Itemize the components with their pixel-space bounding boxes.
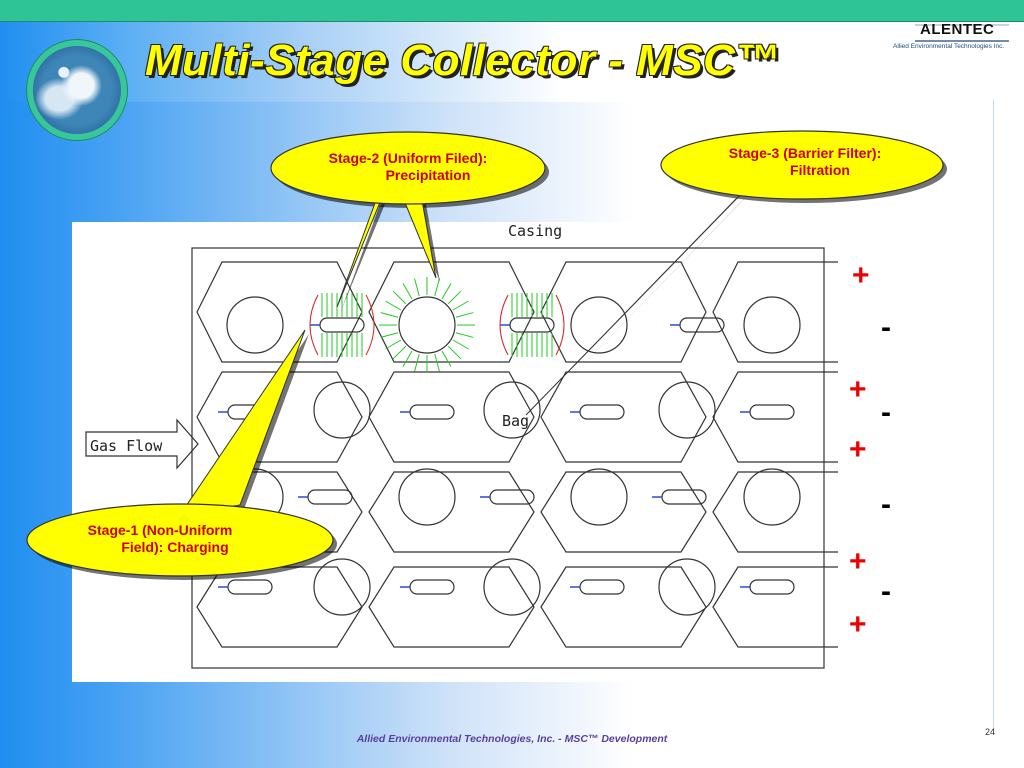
- stage2-line1: Stage-2 (Uniform Filed):: [328, 150, 488, 166]
- sign-plus-4: +: [849, 545, 867, 578]
- sign-plus-2: +: [849, 373, 867, 406]
- radial-field-345: [455, 312, 474, 318]
- radial-field-330: [452, 300, 469, 311]
- collector-tube-3: [570, 296, 628, 354]
- gas-flow-arrow: [85, 418, 199, 470]
- collector-tube-5: [313, 381, 371, 439]
- footer-text: Allied Environmental Technologies, Inc. …: [356, 733, 668, 745]
- radial-field-105: [414, 353, 420, 372]
- radial-field-285: [434, 278, 440, 297]
- stage3-line1: Stage-3 (Barrier Filter):: [728, 145, 882, 161]
- casing-outline: [191, 247, 825, 669]
- stage2-callout: [270, 131, 549, 311]
- gas-flow-label: Gas Flow: [90, 437, 163, 455]
- collector-diagram: Casing Gas Flow Bag: [72, 222, 838, 682]
- stage3-callout: [525, 130, 947, 419]
- right-divider: [993, 100, 994, 730]
- radial-field-120: [402, 350, 413, 367]
- sign-minus-4: -: [881, 575, 891, 608]
- radial-field-195: [380, 312, 399, 318]
- radial-field-165: [380, 332, 399, 338]
- radial-field-240: [402, 283, 413, 300]
- collector-tube-1: [226, 296, 284, 354]
- sign-plus-3: +: [849, 433, 867, 466]
- slide-title: Multi-Stage Collector - MSC™: [145, 36, 780, 85]
- stage3-text: Stage-3 (Barrier Filter): Filtration: [695, 145, 915, 179]
- collector-tube-6: [483, 381, 541, 439]
- collector-tube-10: [570, 468, 628, 526]
- radial-field-75: [434, 353, 440, 372]
- stage2-text: Stage-2 (Uniform Filed): Precipitation: [298, 150, 518, 184]
- plate-row-3: [196, 471, 838, 553]
- stage2-line2: Precipitation: [385, 167, 471, 183]
- bag-label: Bag: [502, 412, 530, 430]
- stage1-line1: Stage-1 (Non-Uniform: [87, 522, 233, 538]
- radial-field-135: [392, 345, 407, 360]
- radial-field-60: [441, 350, 452, 367]
- top-accent-bar: [0, 0, 1024, 22]
- radial-field-210: [385, 300, 402, 311]
- red-field-1-1: [555, 294, 565, 356]
- globe-icon: [33, 46, 121, 134]
- diagram-drawing: [85, 247, 838, 669]
- collector-tube-2: [398, 296, 456, 354]
- casing-label: Casing: [508, 222, 563, 240]
- sign-minus-2: -: [881, 396, 891, 429]
- radial-field-30: [452, 339, 469, 350]
- logo-subtitle: Allied Environmental Technologies Inc.: [893, 43, 1005, 50]
- radial-field-300: [441, 283, 452, 300]
- collector-tube-13: [483, 558, 541, 616]
- collector-tube-9: [398, 468, 456, 526]
- title-band: [0, 22, 1024, 102]
- radial-field-15: [455, 332, 474, 338]
- stage3-line2: Filtration: [790, 162, 850, 178]
- collector-tube-14: [658, 558, 716, 616]
- alentec-logo: [915, 24, 1009, 42]
- page-number: 24: [985, 727, 996, 737]
- collector-tube-12: [313, 558, 371, 616]
- sign-minus-1: -: [881, 311, 891, 344]
- collector-tube-7: [658, 381, 716, 439]
- collector-tube-11: [743, 468, 801, 526]
- stage1-callout: [26, 329, 337, 580]
- plate-row-2: [196, 371, 838, 463]
- stage1-line2: Field): Charging: [121, 539, 229, 555]
- radial-field-45: [447, 345, 462, 360]
- red-field-0-1: [365, 294, 375, 356]
- radial-field-225: [392, 290, 407, 305]
- sign-minus-3: -: [881, 488, 891, 521]
- radial-field-255: [414, 278, 420, 297]
- logo-name: ALENTEC: [920, 21, 995, 38]
- collector-tube-4: [743, 296, 801, 354]
- radial-field-315: [447, 290, 462, 305]
- radial-field-150: [385, 339, 402, 350]
- red-field-1--1: [499, 294, 509, 356]
- red-field-0--1: [309, 294, 319, 356]
- sign-plus-5: +: [849, 608, 867, 641]
- stage1-text: Stage-1 (Non-Uniform Field): Charging: [60, 522, 260, 556]
- sign-plus-1: +: [852, 259, 870, 292]
